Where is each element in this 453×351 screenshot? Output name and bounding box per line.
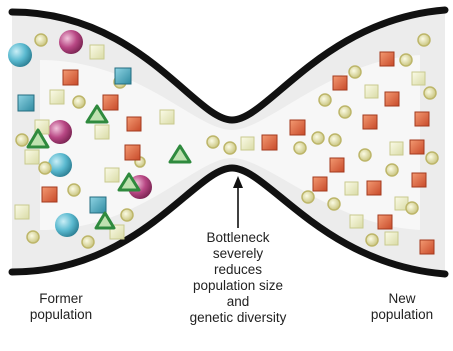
bottleneck-caption-line: population size (192, 278, 284, 293)
olive-ring (365, 233, 379, 247)
teal-square (114, 67, 132, 85)
yellow-square (104, 167, 120, 183)
orange-square (414, 111, 430, 127)
olive-ring (405, 201, 419, 215)
olive-ring (327, 197, 341, 211)
magenta-sphere (59, 30, 83, 54)
orange-square (62, 69, 79, 86)
green-triangle (94, 211, 116, 230)
olive-ring (417, 33, 431, 47)
olive-ring (338, 105, 352, 119)
orange-square (379, 51, 395, 67)
orange-square (329, 157, 345, 173)
bottleneck-caption-line: genetic diversity (189, 310, 287, 325)
orange-square (411, 172, 427, 188)
yellow-square (344, 181, 359, 196)
olive-ring (399, 53, 413, 67)
yellow-square (411, 71, 426, 86)
olive-ring (81, 235, 95, 249)
new-population-individuals (289, 33, 439, 255)
yellow-square (14, 204, 30, 220)
bottleneck-caption-line: and (226, 294, 250, 309)
orange-square (41, 186, 58, 203)
orange-square (384, 91, 400, 107)
olive-ring (15, 133, 29, 147)
yellow-square (384, 231, 399, 246)
olive-ring (385, 163, 399, 177)
olive-ring (423, 86, 437, 100)
new-population-label: New population (352, 291, 452, 323)
former-population-individuals (8, 30, 175, 249)
orange-square (124, 144, 141, 161)
orange-square (362, 114, 378, 130)
former-population-label-line: population (29, 307, 93, 322)
former-population-label: Former population (12, 291, 110, 323)
olive-ring (38, 161, 52, 175)
olive-ring (358, 148, 372, 162)
teal-sphere (8, 43, 32, 67)
orange-square (289, 119, 306, 136)
orange-square (261, 134, 278, 151)
yellow-square (349, 214, 364, 229)
orange-square (366, 180, 382, 196)
olive-ring (425, 151, 439, 165)
yellow-square (364, 84, 379, 99)
olive-ring (348, 65, 362, 79)
yellow-square (389, 141, 404, 156)
yellow-square (49, 89, 65, 105)
green-triangle (168, 144, 192, 164)
bottleneck-individuals (168, 134, 278, 164)
teal-sphere (55, 213, 79, 237)
bottleneck-caption-line: reduces (213, 262, 263, 277)
bottleneck-caption-line: Bottleneck (206, 230, 270, 245)
olive-ring (34, 33, 48, 47)
bottle-top-outline (8, 6, 449, 124)
orange-square (102, 94, 119, 111)
former-population-label-line: Former (39, 291, 83, 306)
up-arrow-icon (233, 176, 243, 228)
new-population-label-line: New (388, 291, 416, 306)
olive-ring (328, 133, 342, 147)
orange-square (126, 116, 142, 132)
orange-square (377, 214, 393, 230)
orange-square (419, 239, 435, 255)
olive-ring (293, 141, 307, 155)
olive-ring (120, 208, 134, 222)
teal-square (17, 94, 35, 112)
yellow-square (24, 149, 40, 165)
new-population-label-line: population (370, 307, 434, 322)
yellow-square (89, 44, 105, 60)
yellow-square (159, 109, 175, 125)
green-triangle (85, 104, 109, 124)
magenta-sphere (48, 120, 72, 144)
olive-ring (301, 190, 315, 204)
green-triangle (26, 128, 50, 149)
olive-ring (72, 95, 86, 109)
teal-sphere (48, 153, 72, 177)
bottleneck-caption-line: severely (212, 246, 264, 261)
bottle-bottom-outline (8, 164, 449, 278)
bottleneck-caption: Bottleneck severely reduces population s… (168, 230, 308, 326)
olive-ring (311, 131, 325, 145)
yellow-square (240, 136, 255, 151)
olive-ring (26, 230, 40, 244)
teal-square (89, 196, 107, 214)
olive-ring (318, 93, 332, 107)
green-triangle (117, 172, 141, 192)
orange-square (409, 139, 425, 155)
yellow-square (94, 124, 110, 140)
orange-square (332, 75, 348, 91)
olive-ring (223, 141, 237, 155)
olive-ring (206, 135, 220, 149)
orange-square (312, 176, 328, 192)
olive-ring (67, 183, 81, 197)
